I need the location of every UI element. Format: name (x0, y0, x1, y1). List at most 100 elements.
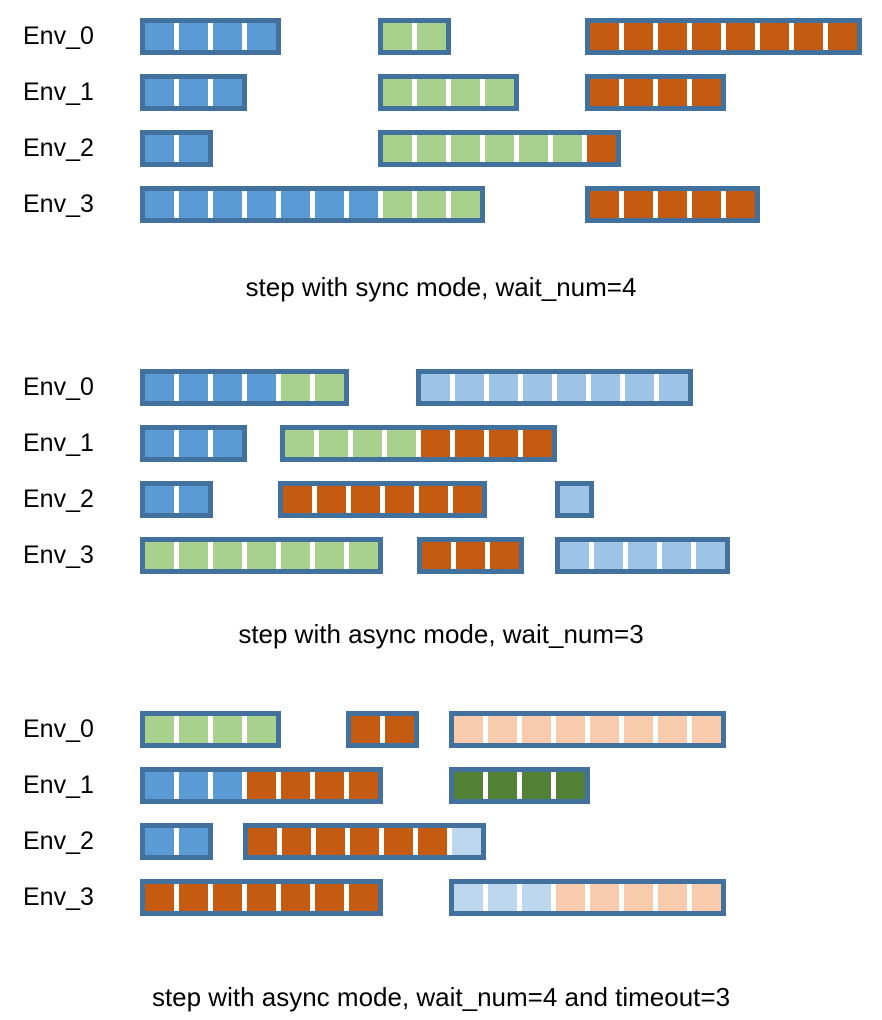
env-label: Env_2 (23, 827, 94, 855)
step-cell-pale-blue (454, 884, 483, 911)
step-cell-orange (351, 486, 380, 513)
step-cell-dark-green (522, 772, 551, 799)
step-bar (346, 711, 419, 748)
step-cell-light-blue (560, 486, 589, 513)
step-cell-green (213, 542, 242, 569)
step-cell-blue (179, 23, 208, 50)
step-cell-green (417, 191, 446, 218)
step-cell-light-blue (560, 542, 589, 569)
step-cell-peach (590, 716, 619, 743)
step-cell-blue (213, 374, 242, 401)
step-cell-green (383, 79, 412, 106)
step-cell-orange (624, 79, 653, 106)
step-cell-orange (315, 772, 344, 799)
step-bar (280, 425, 557, 462)
step-cell-light-blue (455, 374, 484, 401)
step-cell-green (349, 542, 378, 569)
step-cell-green (145, 716, 174, 743)
step-cell-peach (658, 884, 687, 911)
step-cell-orange (351, 716, 380, 743)
step-cell-peach (658, 716, 687, 743)
step-cell-orange (490, 542, 519, 569)
step-bar (416, 369, 693, 406)
step-cell-orange (828, 23, 857, 50)
step-cell-orange (590, 79, 619, 106)
step-cell-green (451, 135, 480, 162)
step-cell-blue (213, 23, 242, 50)
step-cell-green (315, 374, 344, 401)
step-cell-orange (692, 23, 721, 50)
step-cell-light-blue (557, 374, 586, 401)
step-cell-orange (489, 430, 518, 457)
step-cell-orange (248, 828, 277, 855)
step-cell-orange (523, 430, 552, 457)
step-cell-light-blue (696, 542, 725, 569)
step-cell-blue (179, 135, 208, 162)
step-cell-pale-blue (452, 828, 481, 855)
step-cell-orange (419, 486, 448, 513)
step-cell-orange (281, 884, 310, 911)
step-bar (449, 879, 726, 916)
step-cell-green (247, 542, 276, 569)
step-cell-peach (590, 884, 619, 911)
step-cell-orange (658, 79, 687, 106)
step-cell-blue (145, 191, 174, 218)
step-cell-orange (422, 542, 451, 569)
step-bar (140, 425, 247, 462)
step-bar (243, 823, 486, 860)
step-cell-blue (145, 135, 174, 162)
step-cell-orange (179, 884, 208, 911)
step-cell-green (383, 191, 412, 218)
step-cell-orange (349, 772, 378, 799)
step-cell-blue (213, 191, 242, 218)
step-cell-green (417, 135, 446, 162)
step-cell-orange (281, 772, 310, 799)
step-cell-orange (692, 191, 721, 218)
step-bar (140, 369, 349, 406)
step-cell-orange (282, 828, 311, 855)
step-cell-orange (315, 884, 344, 911)
step-bar (585, 18, 862, 55)
step-bar (140, 767, 383, 804)
step-cell-orange (316, 828, 345, 855)
step-bar (140, 879, 383, 916)
step-cell-blue (145, 772, 174, 799)
step-bar (555, 481, 594, 518)
step-cell-blue (145, 486, 174, 513)
step-cell-orange (590, 23, 619, 50)
step-cell-green (485, 79, 514, 106)
step-cell-orange (624, 23, 653, 50)
env-label: Env_1 (23, 429, 94, 457)
step-cell-green (485, 135, 514, 162)
step-cell-blue (145, 430, 174, 457)
step-cell-light-blue (489, 374, 518, 401)
panel-caption: step with sync mode, wait_num=4 (245, 272, 637, 302)
step-cell-orange (456, 542, 485, 569)
env-label: Env_3 (23, 883, 94, 911)
step-cell-orange (283, 486, 312, 513)
step-cell-orange (692, 79, 721, 106)
step-cell-blue (145, 79, 174, 106)
step-bar (449, 767, 590, 804)
step-cell-blue (179, 374, 208, 401)
step-cell-pale-blue (488, 884, 517, 911)
step-cell-blue (179, 79, 208, 106)
step-cell-green (145, 542, 174, 569)
step-cell-light-blue (523, 374, 552, 401)
step-bar (140, 130, 213, 167)
step-cell-peach (624, 716, 653, 743)
step-cell-dark-green (556, 772, 585, 799)
env-label: Env_2 (23, 134, 94, 162)
step-cell-blue (179, 486, 208, 513)
step-cell-light-blue (659, 374, 688, 401)
step-cell-green (417, 79, 446, 106)
step-cell-green (281, 374, 310, 401)
step-cell-orange (350, 828, 379, 855)
env-label: Env_3 (23, 541, 94, 569)
env-label: Env_2 (23, 485, 94, 513)
step-cell-blue (281, 191, 310, 218)
panel-caption: step with async mode, wait_num=4 and tim… (151, 982, 731, 1012)
step-cell-orange (658, 23, 687, 50)
step-cell-green (451, 79, 480, 106)
step-cell-blue (349, 191, 378, 218)
